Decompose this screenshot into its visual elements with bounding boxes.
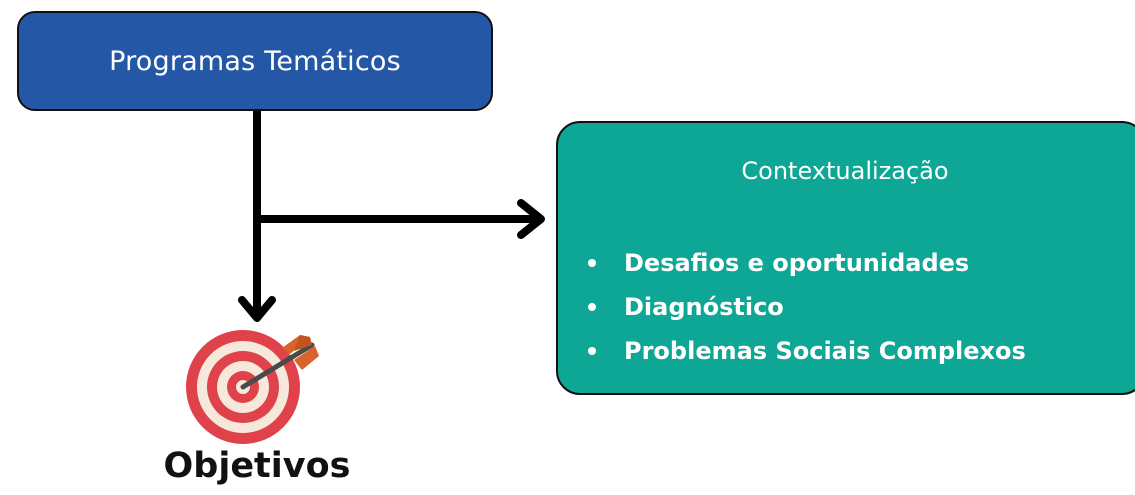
list-item-label: Diagnóstico xyxy=(624,293,784,321)
target-with-arrow-icon xyxy=(186,330,319,444)
contextualizacao-box: Contextualização Desafios e oportunidade… xyxy=(556,121,1135,395)
list-item: Problemas Sociais Complexos xyxy=(588,329,1026,373)
bullet-dot xyxy=(588,259,596,267)
bullet-dot xyxy=(588,347,596,355)
programas-tematicos-box: Programas Temáticos xyxy=(17,11,493,111)
list-item: Desafios e oportunidades xyxy=(588,241,1026,285)
list-item: Diagnóstico xyxy=(588,285,1026,329)
list-item-label: Problemas Sociais Complexos xyxy=(624,337,1026,365)
contextualizacao-title: Contextualização xyxy=(741,157,949,185)
bullet-dot xyxy=(588,303,596,311)
list-item-label: Desafios e oportunidades xyxy=(624,249,970,277)
arrowhead-down xyxy=(238,296,276,322)
arrowhead-right xyxy=(517,199,545,239)
objetivos-label: Objetivos xyxy=(163,446,351,486)
programas-tematicos-label: Programas Temáticos xyxy=(109,45,401,77)
contextualizacao-list: Desafios e oportunidades Diagnóstico Pro… xyxy=(588,241,1026,373)
